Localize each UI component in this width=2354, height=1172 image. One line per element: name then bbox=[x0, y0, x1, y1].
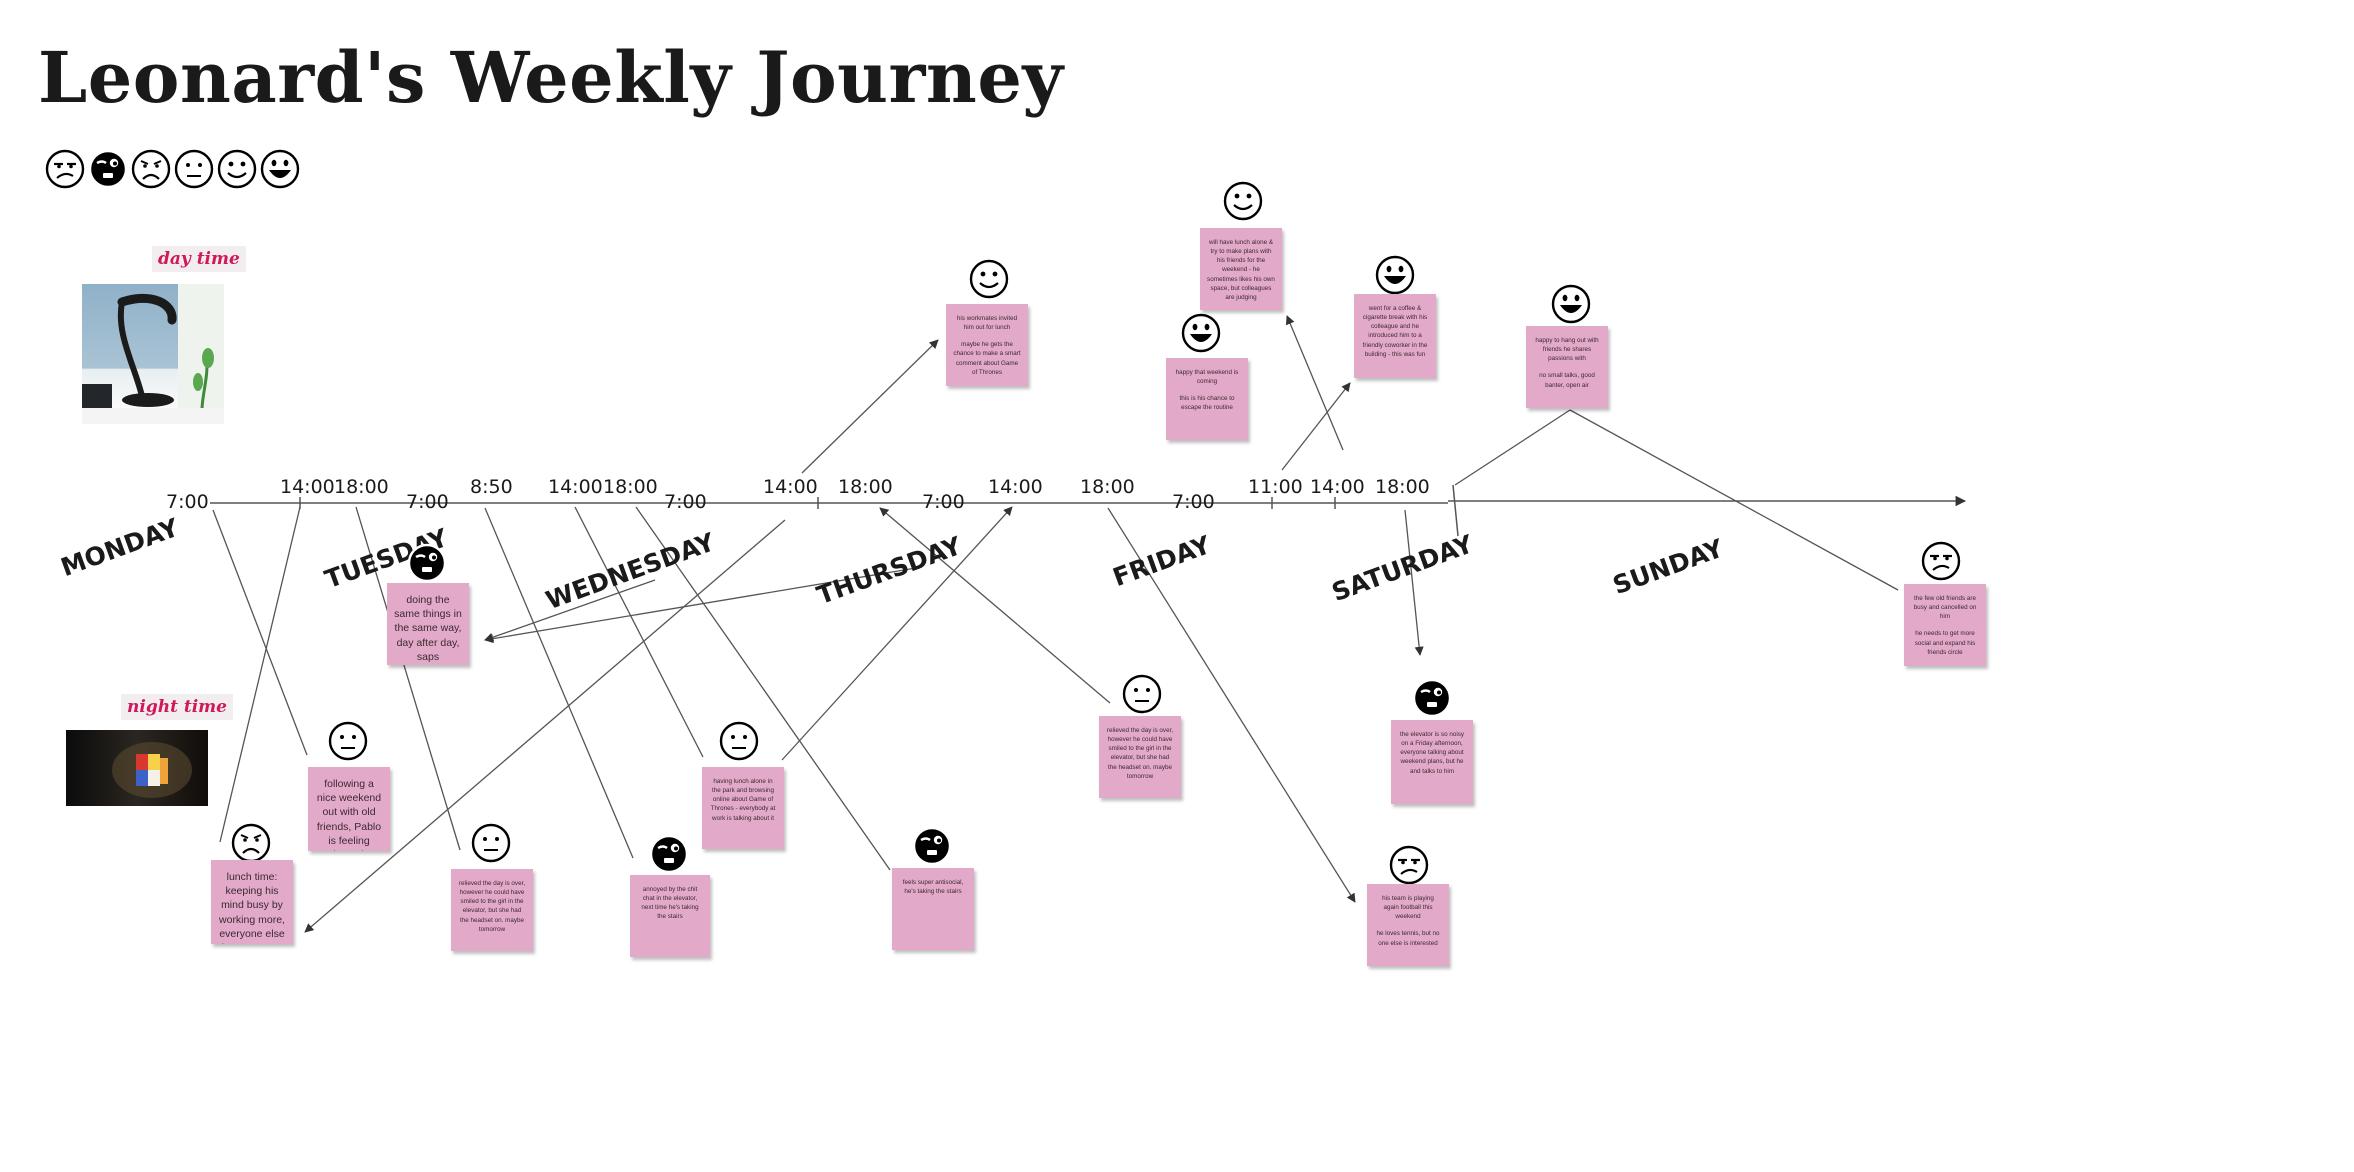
face-smile-icon bbox=[216, 148, 258, 190]
time-label: 14:00 bbox=[548, 476, 603, 498]
face-neutral-icon bbox=[1121, 673, 1163, 715]
face-neutral-icon bbox=[718, 720, 760, 762]
face-wink-dark-icon bbox=[911, 825, 953, 867]
time-label: 14:00 bbox=[1310, 476, 1365, 498]
face-neutral-icon bbox=[173, 148, 215, 190]
sticky-note: will have lunch alone & try to make plan… bbox=[1200, 228, 1282, 310]
sticky-note: doing the same things in the same way, d… bbox=[387, 583, 469, 665]
face-grin-icon bbox=[1550, 283, 1592, 325]
sticky-note: relieved the day is over, however he cou… bbox=[1099, 716, 1181, 798]
time-label: 11:00 bbox=[1248, 476, 1303, 498]
face-smile-icon bbox=[968, 258, 1010, 300]
face-annoyed-icon bbox=[1388, 844, 1430, 886]
time-label: 18:00 bbox=[838, 476, 893, 498]
connector-lines bbox=[212, 315, 1899, 933]
sticky-note: following a nice weekend out with old fr… bbox=[308, 767, 390, 851]
sticky-note: having lunch alone in the park and brows… bbox=[702, 767, 784, 849]
face-annoyed-icon bbox=[1920, 540, 1962, 582]
time-label: 14:00 bbox=[280, 476, 335, 498]
sticky-note: happy to hang out with friends he shares… bbox=[1526, 326, 1608, 408]
face-grin-icon bbox=[1374, 254, 1416, 296]
note-text: happy to hang out with friends he shares… bbox=[1535, 337, 1599, 363]
face-annoyed-icon bbox=[44, 148, 86, 190]
face-wink-dark-icon bbox=[648, 833, 690, 875]
time-label: 7:00 bbox=[922, 491, 965, 513]
face-neutral-icon bbox=[470, 822, 512, 864]
sticky-note: the few old friends are busy and cancell… bbox=[1904, 584, 1986, 666]
time-label: 14:00 bbox=[763, 476, 818, 498]
note-text: relieved the day is over, however he cou… bbox=[1106, 727, 1174, 780]
note-text: will have lunch alone & try to make plan… bbox=[1207, 239, 1275, 301]
timeline-axis bbox=[210, 484, 1967, 537]
time-label: 18:00 bbox=[334, 476, 389, 498]
sticky-note: his team is playing again football this … bbox=[1367, 884, 1449, 966]
face-wink-dark-icon bbox=[1411, 677, 1453, 719]
night-time-label: night time bbox=[121, 694, 233, 720]
note-text: he needs to get more social and expand h… bbox=[1914, 630, 1976, 656]
note-text: the few old friends are busy and cancell… bbox=[1913, 595, 1977, 621]
face-smile-icon bbox=[1222, 180, 1264, 222]
note-text: happy that weekend is coming bbox=[1175, 369, 1239, 386]
face-wink-dark-icon bbox=[87, 148, 129, 190]
note-text: having lunch alone in the park and brows… bbox=[710, 778, 776, 822]
face-neutral-icon bbox=[327, 720, 369, 762]
day-time-photo bbox=[82, 284, 224, 424]
note-text: he loves tennis, but no one else is inte… bbox=[1376, 930, 1440, 947]
sticky-note: annoyed by the chit chat in the elevator… bbox=[630, 875, 710, 957]
time-label: 8:50 bbox=[470, 476, 513, 498]
time-label: 18:00 bbox=[603, 476, 658, 498]
time-label: 7:00 bbox=[664, 491, 707, 513]
sticky-note: the elevator is so noisy on a Friday aft… bbox=[1391, 720, 1473, 804]
time-label: 7:00 bbox=[1172, 491, 1215, 513]
note-text: lunch time: keeping his mind busy by wor… bbox=[219, 871, 285, 944]
face-sad-icon bbox=[130, 148, 172, 190]
page-title: Leonard's Weekly Journey bbox=[38, 36, 1064, 119]
sticky-note: feels super antisocial, he's taking the … bbox=[892, 868, 974, 950]
note-text: following a nice weekend out with old fr… bbox=[316, 778, 382, 851]
note-text: maybe he gets the chance to make a smart… bbox=[953, 341, 1021, 376]
time-label: 7:00 bbox=[166, 491, 209, 513]
time-label: 18:00 bbox=[1080, 476, 1135, 498]
note-text: his team is playing again football this … bbox=[1382, 895, 1434, 921]
note-text: feels super antisocial, he's taking the … bbox=[902, 879, 964, 896]
mood-legend bbox=[44, 148, 304, 190]
time-label: 7:00 bbox=[406, 491, 449, 513]
day-time-label: day time bbox=[152, 246, 246, 272]
face-sad-icon bbox=[230, 822, 272, 864]
note-text: his workmates invited him out for lunch bbox=[956, 315, 1018, 332]
sticky-note: relieved the day is over, however he cou… bbox=[451, 869, 533, 951]
sticky-note: lunch time: keeping his mind busy by wor… bbox=[211, 860, 293, 944]
note-text: relieved the day is over, however he cou… bbox=[458, 880, 526, 933]
sticky-note: happy that weekend is coming this is his … bbox=[1166, 358, 1248, 440]
note-text: this is his chance to escape the routine bbox=[1179, 395, 1235, 412]
night-time-photo bbox=[66, 730, 208, 806]
note-text: doing the same things in the same way, d… bbox=[394, 594, 462, 665]
note-text: annoyed by the chit chat in the elevator… bbox=[641, 886, 699, 921]
note-text: the elevator is so noisy on a Friday aft… bbox=[1399, 731, 1465, 775]
sticky-note: went for a coffee & cigarette break with… bbox=[1354, 294, 1436, 378]
time-label: 18:00 bbox=[1375, 476, 1430, 498]
note-text: no small talks, good banter, open air bbox=[1539, 372, 1595, 389]
face-grin-icon bbox=[259, 148, 301, 190]
note-text: went for a coffee & cigarette break with… bbox=[1362, 305, 1428, 358]
time-label: 14:00 bbox=[988, 476, 1043, 498]
face-grin-icon bbox=[1180, 312, 1222, 354]
sticky-note: his workmates invited him out for lunch m… bbox=[946, 304, 1028, 386]
face-wink-dark-icon bbox=[406, 542, 448, 584]
